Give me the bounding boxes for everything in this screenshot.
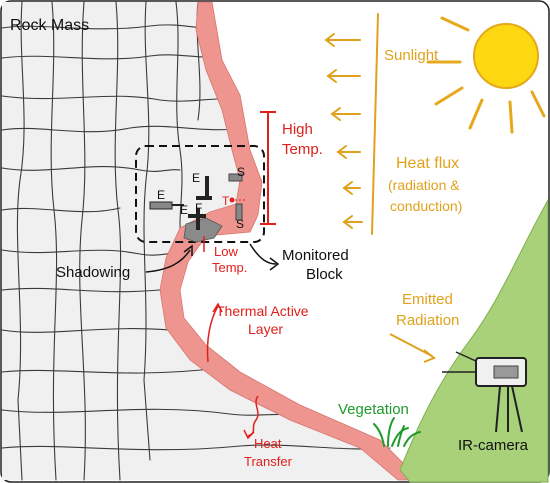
label-monitored-block-line2: Block bbox=[306, 266, 343, 283]
label-low-temp-line1: Low bbox=[214, 244, 238, 259]
label-shadowing: Shadowing bbox=[56, 264, 130, 281]
label-thermal-active-line1: Thermal Active bbox=[216, 303, 309, 319]
label-monitored-block-line1: Monitored bbox=[282, 247, 349, 264]
sensor-label-t: T bbox=[222, 194, 230, 208]
label-thermal-active-line2: Layer bbox=[248, 321, 283, 337]
sensor-label-e2: E bbox=[192, 171, 200, 185]
vegetation-slope bbox=[399, 198, 549, 483]
leader-lines bbox=[145, 236, 280, 440]
label-ir-camera: IR-camera bbox=[458, 437, 529, 454]
grass-icon bbox=[373, 417, 421, 447]
label-rock-mass: Rock Mass bbox=[10, 17, 89, 34]
sensors bbox=[149, 173, 246, 230]
label-low-temp-line2: Temp. bbox=[212, 260, 247, 275]
sensor-label-s2: S bbox=[236, 217, 244, 231]
sensor-label-e1: E bbox=[157, 188, 165, 202]
rock-joints bbox=[1, 1, 391, 481]
sun-icon bbox=[426, 16, 546, 134]
sensor-s2-body bbox=[235, 203, 243, 221]
high-temp-bracket bbox=[260, 111, 276, 225]
label-high-temp-line1: High bbox=[282, 121, 313, 138]
monitored-block-box bbox=[135, 145, 265, 243]
label-emitted-radiation-line1: Emitted bbox=[402, 291, 453, 308]
label-heat-transfer-line1: Heat bbox=[254, 436, 282, 451]
emitted-radiation-arrow bbox=[389, 333, 436, 363]
sensor-label-f: F bbox=[195, 201, 202, 215]
label-heat-flux-line1: Heat flux bbox=[396, 155, 459, 172]
sensor-label-e3: E bbox=[180, 203, 188, 217]
sensor-label-s1: S bbox=[237, 165, 245, 179]
ir-camera-icon bbox=[442, 351, 527, 433]
label-emitted-radiation-line2: Radiation bbox=[396, 312, 459, 329]
label-high-temp-line2: Temp. bbox=[282, 141, 323, 158]
heat-flux-arrows bbox=[324, 13, 379, 235]
thermal-active-layer bbox=[159, 1, 421, 481]
label-heat-transfer-line2: Transfer bbox=[244, 454, 293, 469]
label-sunlight: Sunlight bbox=[384, 47, 439, 64]
sensor-labels: E E E F S S T bbox=[157, 165, 245, 231]
label-heat-flux-line2: (radiation & bbox=[388, 177, 460, 193]
label-heat-flux-line3: conduction) bbox=[390, 198, 462, 214]
sensor-s1-body bbox=[228, 173, 243, 182]
sensor-e1-body bbox=[149, 201, 173, 210]
label-vegetation: Vegetation bbox=[338, 401, 409, 418]
rock-mass-area bbox=[2, 2, 420, 480]
